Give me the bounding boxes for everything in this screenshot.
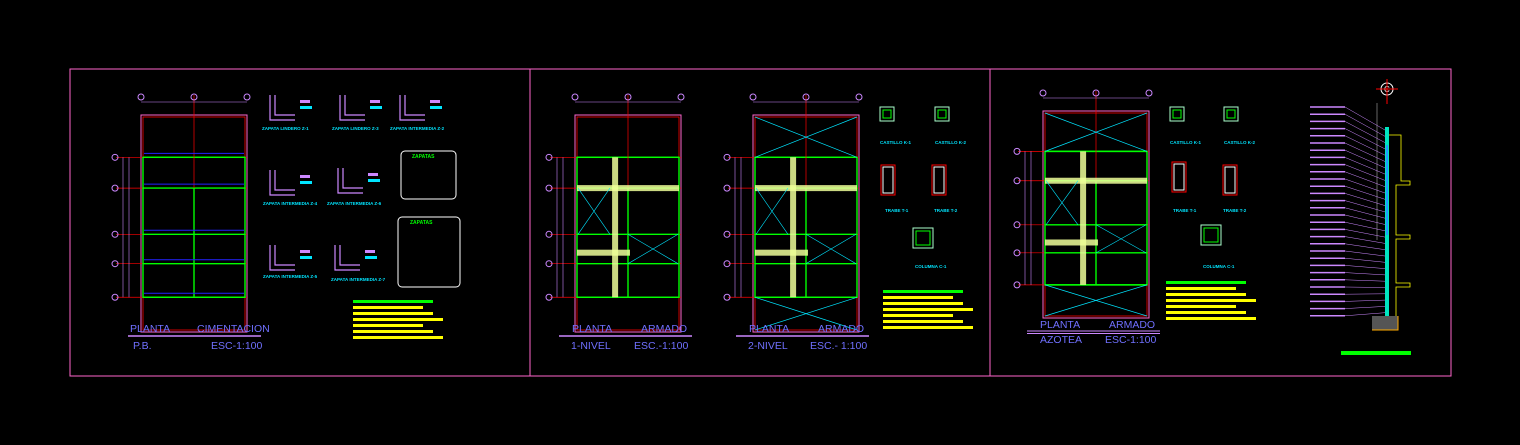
sheet-frame bbox=[69, 68, 1452, 377]
title-right: ARMADO bbox=[818, 323, 864, 335]
title-left: PLANTA bbox=[749, 323, 789, 335]
sub-right: ESC-1:100 bbox=[1105, 334, 1157, 346]
title-left: PLANTA bbox=[130, 323, 170, 335]
detail-label: CASTILLO K-2 bbox=[935, 140, 966, 145]
detail-sketch bbox=[934, 106, 950, 122]
footing-details: ZAPATA LINDERO Z-1 ZAPATA LINDERO Z-3 ZA… bbox=[262, 126, 445, 282]
notes-line bbox=[1166, 305, 1236, 308]
notes-line bbox=[1166, 311, 1246, 314]
wall-section: C bbox=[1310, 79, 1411, 355]
detail-sketch bbox=[1200, 224, 1222, 246]
footing-table-title: ZAPATAS bbox=[412, 154, 435, 160]
detail-sketch bbox=[1173, 163, 1185, 191]
member-details-1: CASTILLO K-1 CASTILLO K-2 TRABE T-1 TRAB… bbox=[880, 140, 966, 269]
detail-label: CASTILLO K-1 bbox=[880, 140, 911, 145]
detail-label: COLUMNA C-1 bbox=[915, 264, 947, 269]
notes-line bbox=[883, 302, 963, 305]
sub-right: ESC.-1:100 bbox=[634, 340, 688, 352]
detail-sketch bbox=[933, 166, 945, 194]
notes-line bbox=[353, 306, 423, 309]
scale-bar bbox=[1341, 351, 1411, 355]
detail-label: TRABE T-1 bbox=[885, 208, 909, 213]
plan-cimentacion bbox=[111, 93, 251, 333]
detail-label: CASTILLO K-2 bbox=[1224, 140, 1255, 145]
notes-line bbox=[1166, 317, 1256, 320]
footing-label: ZAPATA INTERMEDIA Z-6 bbox=[327, 201, 382, 206]
footing-label: ZAPATA INTERMEDIA Z-4 bbox=[263, 201, 318, 206]
detail-sketch bbox=[882, 166, 894, 194]
notes-line bbox=[353, 336, 443, 339]
footing-label: ZAPATA INTERMEDIA Z-5 bbox=[263, 274, 318, 279]
title-right: ARMADO bbox=[641, 323, 687, 335]
detail-label: TRABE T-1 bbox=[1173, 208, 1197, 213]
detail-sketch bbox=[882, 109, 892, 119]
detail-label: CASTILLO K-1 bbox=[1170, 140, 1201, 145]
detail-sketch bbox=[880, 164, 896, 196]
notes-line bbox=[883, 296, 953, 299]
detail-sketch bbox=[931, 164, 947, 196]
detail-sketch bbox=[1172, 109, 1182, 119]
detail-sketch bbox=[1203, 227, 1219, 243]
notes-line bbox=[883, 326, 973, 329]
notes-line bbox=[1166, 293, 1246, 296]
footing-label: ZAPATA INTERMEDIA Z-7 bbox=[331, 277, 386, 282]
detail-sketch bbox=[879, 106, 895, 122]
detail-sketch bbox=[1222, 164, 1238, 196]
notes-line bbox=[883, 320, 963, 323]
sub-left: 1-NIVEL bbox=[571, 340, 611, 352]
title-left: PLANTA bbox=[572, 323, 612, 335]
notes-line bbox=[883, 314, 953, 317]
footing-table-title: ZAPATAS bbox=[410, 220, 433, 226]
plan-nivel-1 bbox=[545, 93, 685, 333]
title-block-azotea: PLANTA ARMADO AZOTEA ESC-1:100 bbox=[1027, 319, 1160, 346]
detail-sketch bbox=[1226, 109, 1236, 119]
notes-line bbox=[1166, 287, 1236, 290]
notes-line bbox=[353, 312, 433, 315]
sub-right: ESC-1:100 bbox=[211, 340, 263, 352]
plan-azotea bbox=[1013, 89, 1153, 319]
notes-line bbox=[883, 308, 973, 311]
notes-line bbox=[353, 318, 443, 321]
sub-left: P.B. bbox=[133, 340, 152, 352]
detail-sketch bbox=[912, 227, 934, 249]
detail-sketch bbox=[915, 230, 931, 246]
sub-left: AZOTEA bbox=[1040, 334, 1082, 346]
sub-left: 2-NIVEL bbox=[748, 340, 788, 352]
title-right: ARMADO bbox=[1109, 319, 1155, 331]
notes-header bbox=[1166, 281, 1246, 284]
detail-label: TRABE T-2 bbox=[1223, 208, 1247, 213]
footing-label: ZAPATA LINDERO Z-1 bbox=[262, 126, 309, 131]
notes-line bbox=[1166, 299, 1256, 302]
notes-line bbox=[353, 324, 423, 327]
title-left: PLANTA bbox=[1040, 319, 1080, 331]
title-block-cimentacion: PLANTA CIMENTACION P.B. ESC-1:100 bbox=[128, 323, 270, 352]
plan-nivel-2 bbox=[723, 93, 863, 333]
member-details-2: CASTILLO K-1 CASTILLO K-2 TRABE T-1 TRAB… bbox=[1170, 140, 1255, 269]
detail-sketch bbox=[937, 109, 947, 119]
detail-label: TRABE T-2 bbox=[934, 208, 958, 213]
notes-header bbox=[883, 290, 963, 293]
title-block-nivel-2: PLANTA ARMADO 2-NIVEL ESC.- 1:100 bbox=[736, 323, 869, 352]
title-right: CIMENTACION bbox=[197, 323, 270, 335]
notes-line bbox=[353, 330, 433, 333]
detail-sketch bbox=[1171, 161, 1187, 193]
title-block-nivel-1: PLANTA ARMADO 1-NIVEL ESC.-1:100 bbox=[559, 323, 692, 352]
detail-sketch bbox=[1223, 106, 1239, 122]
detail-sketch bbox=[1224, 166, 1236, 194]
sub-right: ESC.- 1:100 bbox=[810, 340, 867, 352]
detail-sketch bbox=[1169, 106, 1185, 122]
footing-label: ZAPATA LINDERO Z-3 bbox=[332, 126, 379, 131]
notes-header bbox=[353, 300, 433, 303]
detail-label: COLUMNA C-1 bbox=[1203, 264, 1235, 269]
footing-label: ZAPATA INTERMEDIA Z-2 bbox=[390, 126, 445, 131]
